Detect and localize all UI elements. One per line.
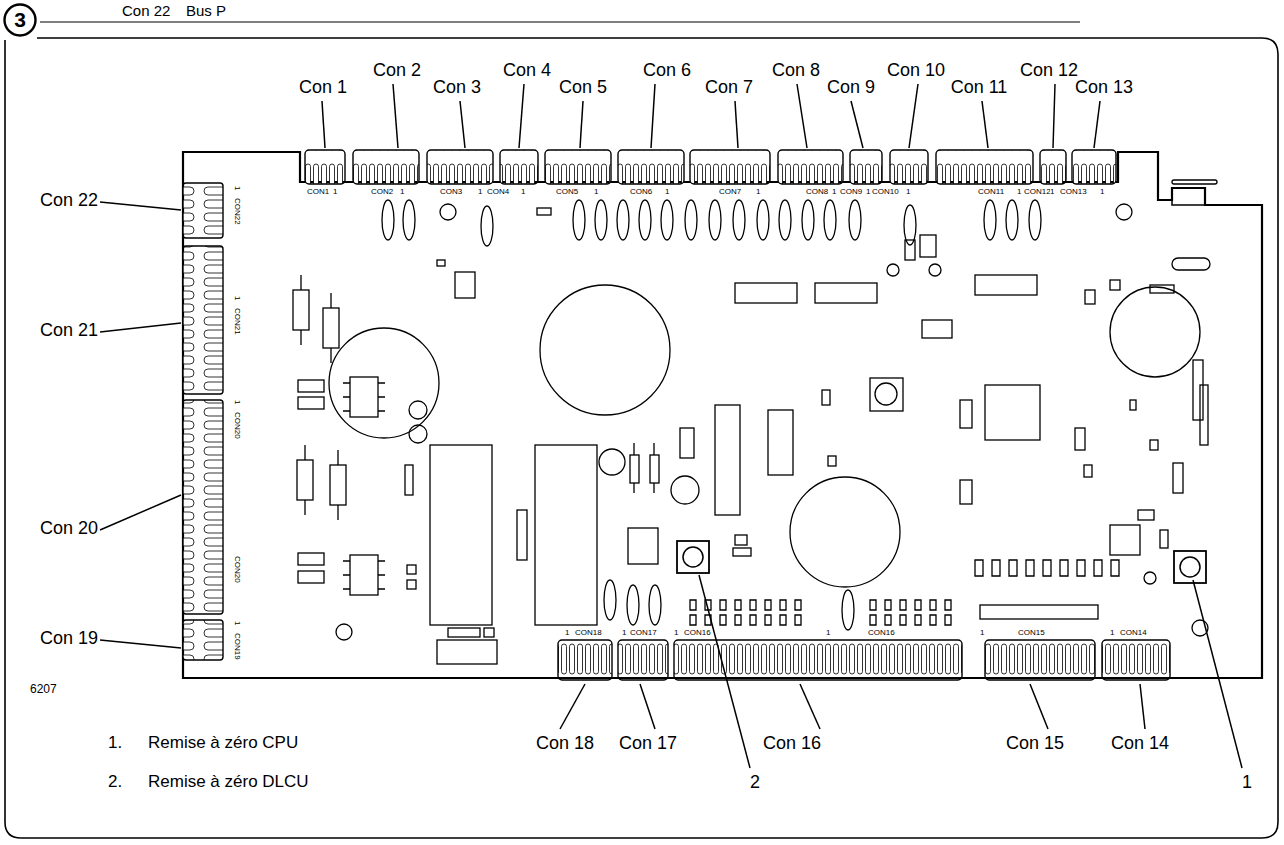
- silkscreen-text: CON1: [307, 187, 329, 196]
- silkscreen-text: CON4: [487, 187, 509, 196]
- pin-one-mark: 1: [565, 628, 569, 637]
- callout-label: Con 7: [705, 77, 753, 98]
- callout-label: Con 2: [373, 60, 421, 81]
- silkscreen-text: CON7: [719, 187, 741, 196]
- silkscreen-text: CON8: [806, 187, 828, 196]
- pin-one-mark: 1: [665, 187, 669, 196]
- callout-label: Con 11: [951, 77, 1008, 98]
- note-text: Remise à zéro DLCU: [148, 772, 309, 792]
- header-text: Con 22: [122, 2, 170, 19]
- callout-label: Con 4: [503, 60, 551, 81]
- callout-label: Con 19: [40, 628, 98, 649]
- note-number: 2.: [108, 772, 122, 792]
- pin-one-mark: 1: [521, 187, 525, 196]
- pin-one-mark: 1: [866, 187, 870, 196]
- pin-one-mark: 1: [980, 628, 984, 637]
- silkscreen-text: CON16: [684, 628, 711, 637]
- note-text: Remise à zéro CPU: [148, 733, 298, 753]
- pin-one-mark: 1: [400, 187, 404, 196]
- callout-label: Con 17: [619, 733, 677, 754]
- silkscreen-text: CON14: [1120, 628, 1147, 637]
- pin-one-mark: 1: [594, 187, 598, 196]
- silkscreen-text: CON15: [1018, 628, 1045, 637]
- callout-label: Con 14: [1111, 733, 1169, 754]
- callout-label: Con 13: [1075, 77, 1133, 98]
- pin-one-mark: 1: [1050, 187, 1054, 196]
- figure-number-circle: 3: [3, 3, 37, 37]
- callout-label: Con 22: [40, 190, 98, 211]
- silkscreen-text: CON6: [630, 187, 652, 196]
- silkscreen-text: CON12: [1024, 187, 1051, 196]
- callout-label: Con 1: [299, 77, 347, 98]
- callout-label: Con 9: [827, 77, 875, 98]
- silkscreen-text: CON17: [630, 628, 657, 637]
- silkscreen-text: CON16: [868, 628, 895, 637]
- figure-code: 6207: [30, 683, 57, 697]
- pin-one-mark: 1: [906, 187, 910, 196]
- pin-one-mark: 1: [832, 187, 836, 196]
- silkscreen-text: CON2: [371, 187, 393, 196]
- silkscreen-text: CON3: [440, 187, 462, 196]
- pin-one-mark: 1: [674, 628, 678, 637]
- silkscreen-text: CON5: [556, 187, 578, 196]
- pin-one-mark: 1: [1100, 187, 1104, 196]
- figure-number: 3: [3, 3, 37, 37]
- callout-label: Con 12: [1020, 60, 1078, 81]
- callout-label: Con 18: [536, 733, 594, 754]
- silkscreen-text: CON11: [978, 187, 1004, 196]
- callout-label: Con 6: [643, 60, 691, 81]
- callout-label: Con 10: [887, 60, 945, 81]
- pin-one-mark: 1: [1110, 628, 1114, 637]
- callout-label: Con 16: [763, 733, 821, 754]
- callout-label: Con 21: [40, 320, 98, 341]
- callout-number: 2: [750, 772, 760, 793]
- note-number: 1.: [108, 733, 122, 753]
- callout-label: Con 20: [40, 518, 98, 539]
- callout-label: Con 15: [1006, 733, 1064, 754]
- silkscreen-text: CON19: [233, 633, 242, 660]
- silkscreen-text: CON22: [233, 198, 242, 225]
- silkscreen-text: CON20: [233, 556, 242, 583]
- callout-label: Con 5: [559, 77, 607, 98]
- silkscreen-text: CON20: [233, 412, 242, 439]
- pin-one-mark: 1: [622, 628, 626, 637]
- pin-one-mark: 1: [1017, 187, 1021, 196]
- pin-one-mark: 1: [478, 187, 482, 196]
- silkscreen-text: CON10: [872, 187, 899, 196]
- silkscreen-text: CON21: [233, 308, 242, 335]
- pin-one-mark: 1: [233, 296, 242, 300]
- pin-one-mark: 1: [233, 400, 242, 404]
- pin-one-mark: 1: [756, 187, 760, 196]
- pin-one-mark: 1: [826, 628, 830, 637]
- header-text: Bus P: [186, 2, 226, 19]
- callout-label: Con 3: [433, 77, 481, 98]
- pin-one-mark: 1: [333, 187, 337, 196]
- pin-one-mark: 1: [233, 621, 242, 625]
- pin-one-mark: 1: [233, 186, 242, 190]
- callout-number: 1: [1242, 772, 1252, 793]
- silkscreen-text: CON9: [840, 187, 862, 196]
- silkscreen-text: CON18: [575, 628, 602, 637]
- silkscreen-text: CON13: [1060, 187, 1087, 196]
- callout-label: Con 8: [772, 60, 820, 81]
